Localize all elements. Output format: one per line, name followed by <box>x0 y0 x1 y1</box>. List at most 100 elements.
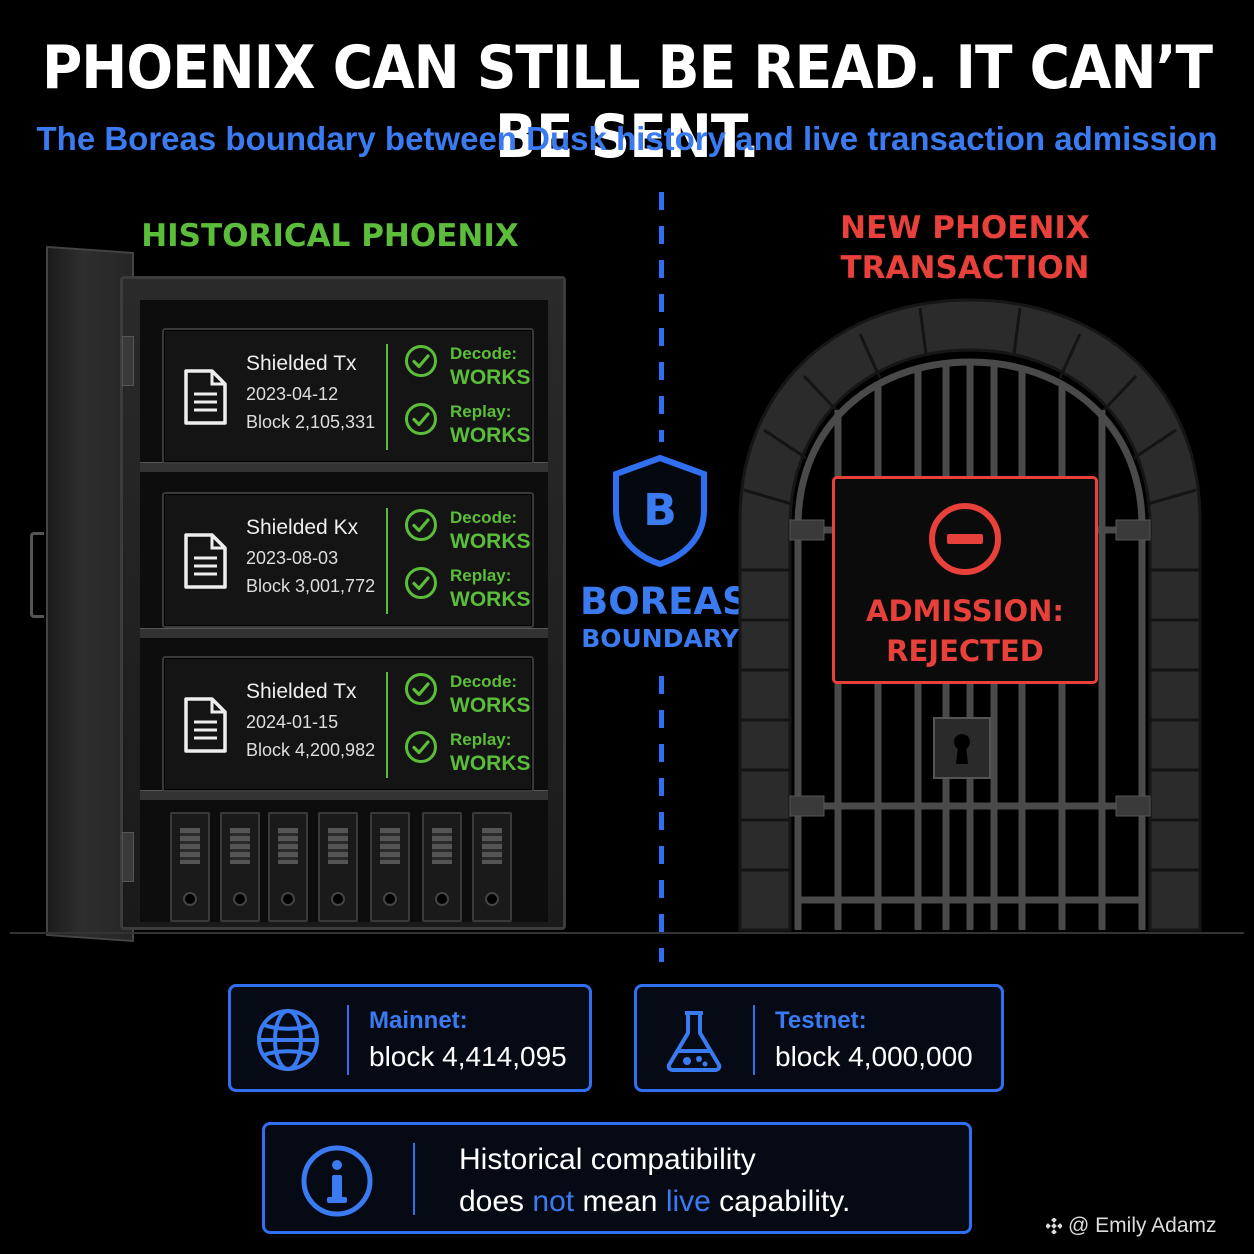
record-block: Block 2,105,331 <box>246 412 376 432</box>
testnet-block: block 4,000,000 <box>775 1041 973 1072</box>
testnet-card: Testnet: block 4,000,000 <box>634 984 1004 1092</box>
binder-label-slot <box>230 828 250 864</box>
historical-heading: HISTORICAL PHOENIX <box>141 218 519 254</box>
boundary-title: BOREAS <box>580 580 749 623</box>
record-date: 2023-08-03 <box>246 548 339 568</box>
binder-ring <box>331 892 345 906</box>
replay-label: Replay: <box>450 730 512 749</box>
mainnet-card: Mainnet: block 4,414,095 <box>228 984 592 1092</box>
record-separator <box>386 672 388 778</box>
binder-icon <box>472 812 512 922</box>
binder-label-slot <box>328 828 348 864</box>
compatibility-note: Historical compatibility does not mean l… <box>262 1122 972 1234</box>
testnet-separator <box>753 1005 755 1075</box>
mainnet-separator <box>347 1005 349 1075</box>
new-tx-heading-line2: TRANSACTION <box>840 250 1090 286</box>
new-tx-heading: NEW PHOENIX TRANSACTION <box>800 208 1130 288</box>
boundary-line-top <box>659 192 664 442</box>
new-tx-heading-line1: NEW PHOENIX <box>840 210 1090 246</box>
binder-ring <box>485 892 499 906</box>
binder-label-slot <box>482 828 502 864</box>
globe-icon <box>257 1009 319 1071</box>
binder-ring <box>281 892 295 906</box>
binder-ring <box>435 892 449 906</box>
binder-label-slot <box>380 828 400 864</box>
note-highlight-not: not <box>532 1185 575 1218</box>
binder-icon <box>268 812 308 922</box>
shield-icon: B <box>613 454 707 568</box>
boundary-line-bottom <box>659 676 664 962</box>
record-title: Shielded Tx <box>246 680 357 703</box>
admission-status-panel: ADMISSION: REJECTED <box>832 476 1098 684</box>
check-circle-icon <box>405 345 437 377</box>
note-line1: Historical compatibility <box>459 1143 756 1176</box>
replay-status: WORKS <box>450 588 531 611</box>
binder-ring <box>233 892 247 906</box>
record-separator <box>386 508 388 614</box>
decode-label: Decode: <box>450 672 518 691</box>
check-circle-icon <box>405 673 437 705</box>
replay-label: Replay: <box>450 566 512 585</box>
credit-text: @ Emily Adamz <box>1068 1214 1217 1237</box>
flask-icon <box>666 1011 722 1072</box>
decode-status: WORKS <box>450 366 531 389</box>
note-separator <box>413 1143 415 1215</box>
mainnet-label: Mainnet: <box>369 1007 468 1034</box>
check-circle-icon <box>405 509 437 541</box>
shelf <box>140 628 548 638</box>
binder-icon <box>318 812 358 922</box>
binder-ring <box>383 892 397 906</box>
record-block: Block 3,001,772 <box>246 576 376 596</box>
record-title: Shielded Tx <box>246 352 357 375</box>
note-highlight-live: live <box>665 1185 711 1218</box>
binder-icon <box>370 812 410 922</box>
binder-ring <box>183 892 197 906</box>
replay-status: WORKS <box>450 424 531 447</box>
author-credit: @ Emily Adamz <box>1046 1214 1217 1238</box>
admission-status-value: REJECTED <box>886 634 1044 668</box>
decode-label: Decode: <box>450 508 518 527</box>
mainnet-block: block 4,414,095 <box>369 1041 567 1072</box>
ground-line <box>10 932 1244 934</box>
record-date: 2024-01-15 <box>246 712 339 732</box>
admission-status: ADMISSION: REJECTED <box>835 591 1095 671</box>
boundary-badge-letter: B <box>643 485 677 536</box>
binder-icon <box>170 812 210 922</box>
page-title: PHOENIX CAN STILL BE READ. IT CAN’T BE S… <box>42 32 1213 172</box>
decode-status: WORKS <box>450 530 531 553</box>
check-circle-icon <box>405 403 437 435</box>
record-separator <box>386 344 388 450</box>
binder-label-slot <box>278 828 298 864</box>
note-text: capability. <box>710 1185 851 1218</box>
replay-label: Replay: <box>450 402 512 421</box>
replay-status: WORKS <box>450 752 531 775</box>
decode-label: Decode: <box>450 344 518 363</box>
record-title: Shielded Kx <box>246 516 359 539</box>
note-text: does <box>459 1185 533 1218</box>
binder-icon <box>220 812 260 922</box>
binder-label-slot <box>432 828 452 864</box>
record-block: Block 4,200,982 <box>246 740 376 760</box>
record-date: 2023-04-12 <box>246 384 339 404</box>
decode-status: WORKS <box>450 694 531 717</box>
boundary-subtitle: BOUNDARY <box>581 624 739 653</box>
no-entry-icon <box>929 503 1001 575</box>
info-icon <box>301 1145 373 1217</box>
binder-label-slot <box>180 828 200 864</box>
admission-status-label: ADMISSION: <box>866 594 1064 628</box>
hinge-top <box>122 336 134 386</box>
document-icon <box>184 697 227 753</box>
check-circle-icon <box>405 567 437 599</box>
page-subtitle: The Boreas boundary between Dusk history… <box>36 120 1218 157</box>
diamond-logo-icon <box>1046 1218 1062 1234</box>
document-icon <box>184 533 227 589</box>
cabinet-door-handle <box>30 532 44 618</box>
note-line2: does not mean live capability. <box>459 1185 850 1219</box>
document-icon <box>184 369 227 425</box>
hinge-bottom <box>122 832 134 882</box>
check-circle-icon <box>405 731 437 763</box>
note-text: mean <box>574 1185 666 1218</box>
